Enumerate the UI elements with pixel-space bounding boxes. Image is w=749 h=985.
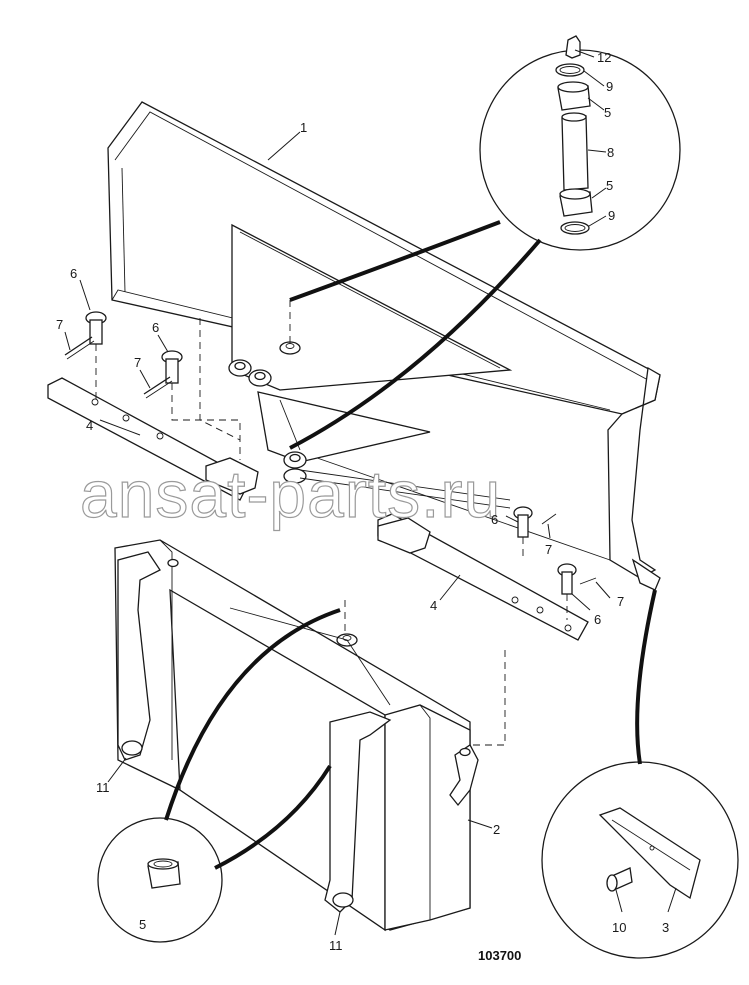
callout-4a: 4 bbox=[86, 418, 93, 433]
clip-7b bbox=[143, 376, 171, 395]
blade-assembly bbox=[107, 101, 661, 591]
callout-4b: 4 bbox=[430, 598, 437, 613]
detail-link-curve-3 bbox=[164, 608, 341, 821]
callout-7b: 7 bbox=[134, 355, 141, 370]
leader-lines bbox=[64, 49, 677, 936]
hinge-bracket-upper bbox=[228, 359, 272, 387]
callout-5c: 5 bbox=[139, 917, 146, 932]
pin-6a bbox=[85, 311, 107, 345]
callout-5a: 5 bbox=[604, 105, 611, 120]
pin-6d bbox=[557, 563, 577, 595]
callout-2: 2 bbox=[493, 822, 500, 837]
detail-link-curve-4 bbox=[214, 764, 332, 870]
callout-11b: 11 bbox=[329, 938, 343, 953]
callout-12: 12 bbox=[597, 50, 611, 65]
callout-11a: 11 bbox=[96, 780, 110, 795]
detail-circle-bush bbox=[97, 817, 223, 943]
callout-10: 10 bbox=[612, 920, 626, 935]
grease-nipple-12 bbox=[565, 35, 581, 59]
callout-7d: 7 bbox=[617, 594, 624, 609]
detail-link-curve-5 bbox=[635, 589, 657, 765]
detail-link-curve-2 bbox=[289, 238, 542, 450]
link-arm-right bbox=[377, 513, 589, 641]
hook-plate-11a bbox=[117, 551, 161, 761]
hinge-bracket-lower bbox=[283, 451, 307, 484]
callout-6c: 6 bbox=[491, 512, 498, 527]
callout-9b: 9 bbox=[608, 208, 615, 223]
detail-link-curve-1 bbox=[289, 220, 501, 302]
callout-6a: 6 bbox=[70, 266, 77, 281]
figure-number: 103700 bbox=[478, 948, 521, 963]
attachment-frame bbox=[114, 539, 479, 932]
callout-7a: 7 bbox=[56, 317, 63, 332]
clip-7d bbox=[579, 577, 597, 585]
callout-6b: 6 bbox=[152, 320, 159, 335]
pin-6c bbox=[513, 506, 533, 538]
callout-5b: 5 bbox=[606, 178, 613, 193]
callout-labels: 1 2 3 4 4 5 5 5 6 6 6 6 7 7 7 7 8 9 9 10… bbox=[56, 50, 669, 953]
link-arm-left bbox=[47, 377, 259, 501]
detail-circle-cutting-edge bbox=[541, 761, 739, 959]
callout-7c: 7 bbox=[545, 542, 552, 557]
hook-plate-11b bbox=[324, 711, 392, 913]
clip-7c bbox=[541, 513, 557, 525]
pin-6b bbox=[161, 350, 183, 384]
callout-6d: 6 bbox=[594, 612, 601, 627]
callout-1: 1 bbox=[300, 120, 307, 135]
callout-3: 3 bbox=[662, 920, 669, 935]
clip-7a bbox=[64, 336, 93, 356]
latch-lever bbox=[449, 744, 479, 807]
detail-circle-pin-assembly bbox=[479, 35, 681, 251]
callout-9a: 9 bbox=[606, 79, 613, 94]
watermark-text: ansat-parts.ru bbox=[80, 457, 501, 531]
callout-8: 8 bbox=[607, 145, 614, 160]
